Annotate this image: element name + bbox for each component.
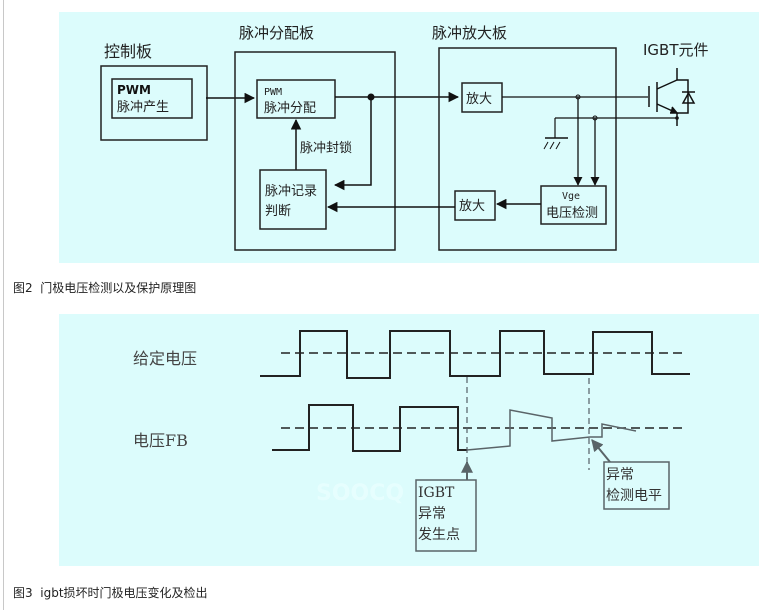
given-voltage-wave [260,330,690,379]
fault-point-line1: IGBT [418,485,455,501]
watermark: SOOCQ [316,481,404,506]
detect-level-box [603,461,670,510]
pulse-record-block [259,169,327,230]
amplifier-board-frame [438,47,617,251]
pwm-generate-block [111,78,193,119]
amplify-bottom-block [454,190,496,221]
figure3-panel [59,314,759,566]
distribution-board-title: 脉冲分配板 [239,24,314,42]
figure3-caption: 图3 igbt损坏时门极电压变化及检出 [13,586,208,600]
amplifier-board-title: 脉冲放大板 [432,24,507,42]
feedback-voltage-label: 电压FB [133,431,188,450]
igbt-symbol-icon [648,68,696,126]
control-board-frame [100,65,208,141]
control-board-title: 控制板 [104,42,152,61]
pwm-distribute-line1: PWM [264,87,282,98]
feedback-voltage-wave [272,404,467,452]
pwm-generate-line2: 脉冲产生 [117,100,169,115]
detect-level-arrow [591,439,611,463]
figure2-panel [59,12,759,263]
amplify-top-label: 放大 [466,92,492,107]
pulse-lock-label: 脉冲封锁 [300,140,352,156]
fault-point-line3: 发生点 [418,527,460,543]
vge-detect-line1: Vge [562,191,580,202]
pwm-distribute-block [256,79,336,119]
vge-detect-line2: 电压检测 [546,206,598,221]
detect-level-line1: 异常 [606,467,634,483]
arrow-feedback-to-record [333,97,372,191]
igbt-emitter-node [675,116,679,120]
left-border-rule [3,0,4,610]
pulse-record-line1: 脉冲记录 [265,184,317,199]
fault-point-line2: 异常 [418,506,446,522]
igbt-title: IGBT元件 [643,41,709,59]
figure2-caption: 图2 门极电压检测以及保护原理图 [13,281,197,295]
distribution-board-frame [234,51,396,251]
detect-level-line2: 检测电平 [606,488,662,504]
pwm-distribute-line2: 脉冲分配 [264,101,316,116]
amplify-bottom-label: 放大 [459,199,485,214]
vge-detect-block [540,185,607,225]
fault-point-box [415,479,477,552]
pulse-record-line2: 判断 [265,204,291,219]
given-voltage-label: 给定电压 [133,349,197,368]
ground-icon [543,118,568,150]
pwm-generate-line1: PWM [117,83,151,97]
feedback-abnormal-wave [466,409,637,451]
